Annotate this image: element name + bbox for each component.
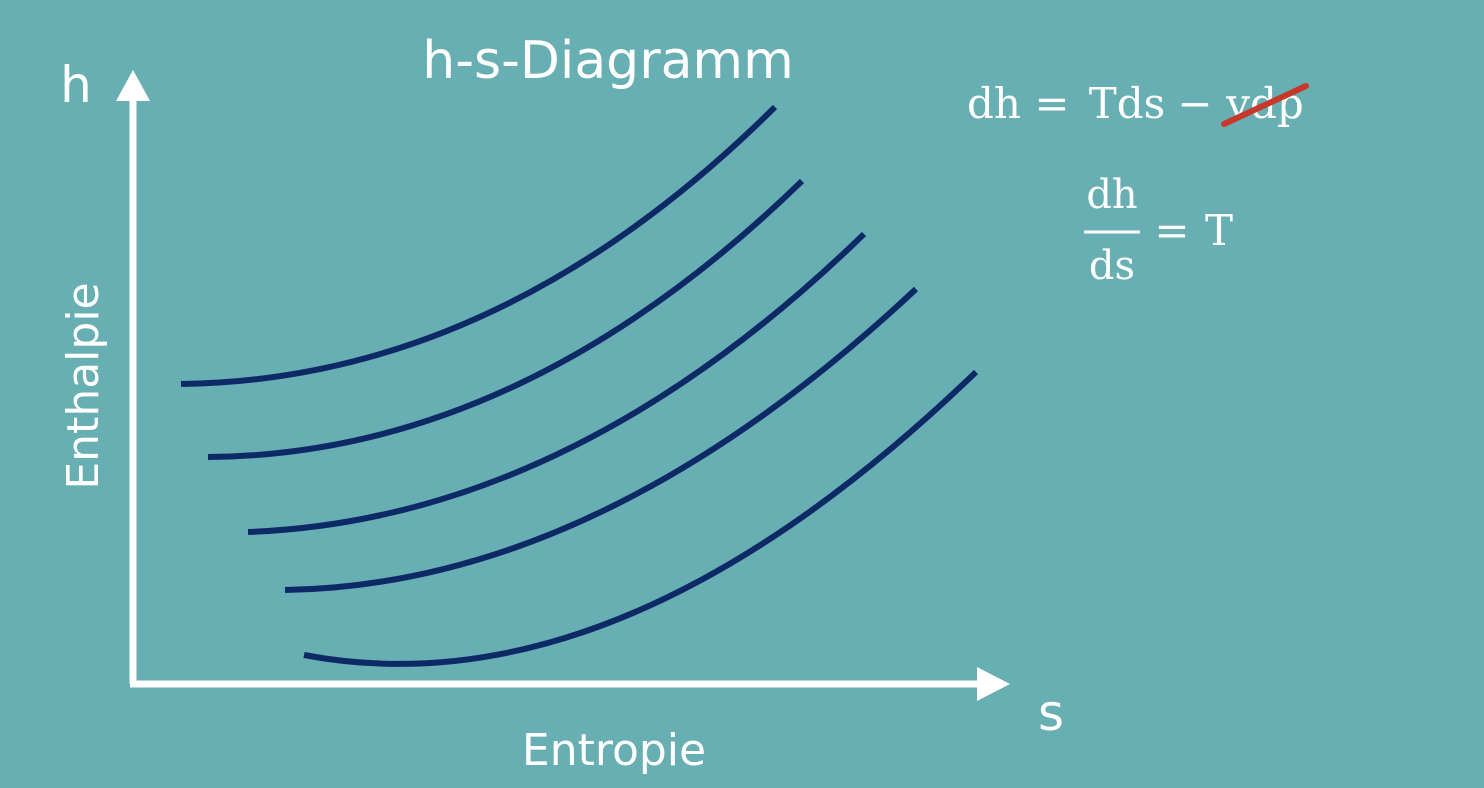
y-axis-arrowhead xyxy=(116,70,150,101)
isobar-curves xyxy=(180,104,979,667)
strikethrough-mark xyxy=(1221,83,1309,127)
x-axis-label: Entropie xyxy=(522,725,706,776)
eq2-rhs: T xyxy=(1205,206,1233,255)
eq1-term1: Tds xyxy=(1089,79,1165,128)
isobar-curve-2 xyxy=(207,178,805,460)
y-axis-label: Enthalpie xyxy=(58,282,109,489)
x-axis-symbol: s xyxy=(1038,684,1064,742)
eq1-minus: − xyxy=(1177,79,1212,128)
isobar-curve-4 xyxy=(284,286,919,593)
isobar-curve-3 xyxy=(247,231,867,535)
diagram-title: h-s-Diagramm xyxy=(422,31,794,91)
eq1-equals: = xyxy=(1034,79,1069,128)
isobar-curve-1 xyxy=(180,104,778,387)
y-axis-symbol: h xyxy=(60,56,92,114)
eq2-denominator: ds xyxy=(1089,243,1135,289)
eq2-numerator: dh xyxy=(1086,172,1137,218)
isobar-curve-5 xyxy=(303,369,979,667)
x-axis-arrowhead xyxy=(977,667,1010,701)
x-axis: s Entropie xyxy=(130,667,1064,776)
equation-1: dh = Tds − vdp xyxy=(967,79,1309,128)
eq2-equals: = xyxy=(1154,206,1189,255)
eq1-lhs: dh xyxy=(967,79,1021,128)
equation-2: dh ds = T xyxy=(1084,172,1233,289)
y-axis: h Enthalpie xyxy=(58,56,150,684)
